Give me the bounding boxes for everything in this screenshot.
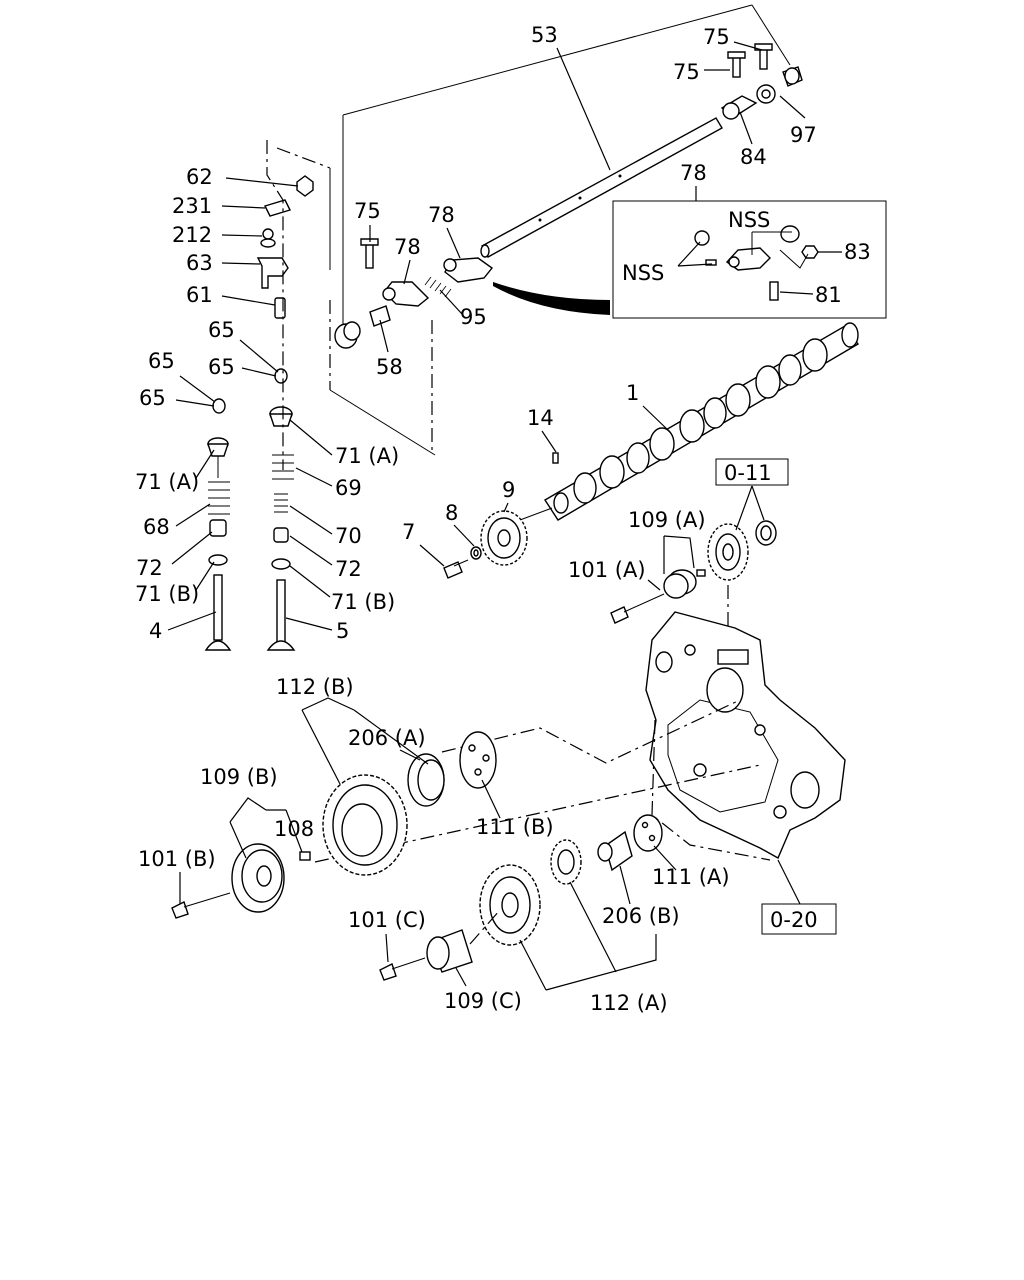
label-0-20: 0-20 xyxy=(770,908,818,932)
label-nss-lower: NSS xyxy=(622,261,664,285)
label-61: 61 xyxy=(186,283,213,307)
label-5: 5 xyxy=(336,619,349,643)
thrust-plate-111b xyxy=(459,731,497,789)
label-111b: 111 (B) xyxy=(476,815,554,839)
label-71a-right: 71 (A) xyxy=(335,444,399,468)
label-112b: 112 (B) xyxy=(276,675,354,699)
label-7: 7 xyxy=(402,520,415,544)
label-nss-upper: NSS xyxy=(728,208,770,232)
rocker-assembly-outline xyxy=(329,4,791,456)
label-78-b: 78 xyxy=(394,235,421,259)
label-75-mid: 75 xyxy=(673,60,700,84)
label-84: 84 xyxy=(740,145,767,169)
label-81: 81 xyxy=(815,283,842,307)
label-14: 14 xyxy=(527,406,554,430)
bushing-206b xyxy=(597,814,663,872)
label-58: 58 xyxy=(376,355,403,379)
label-65-a: 65 xyxy=(208,318,235,342)
label-4: 4 xyxy=(149,619,162,643)
label-0-11: 0-11 xyxy=(724,461,772,485)
label-8: 8 xyxy=(445,501,458,525)
label-83: 83 xyxy=(844,240,871,264)
label-206b: 206 (B) xyxy=(602,904,680,928)
label-71b-left: 71 (B) xyxy=(135,582,199,606)
label-206a: 206 (A) xyxy=(348,726,426,750)
large-gear-112b xyxy=(322,774,408,876)
label-63: 63 xyxy=(186,251,213,275)
label-95: 95 xyxy=(460,305,487,329)
label-101c: 101 (C) xyxy=(348,908,426,932)
label-72-right: 72 xyxy=(335,557,362,581)
label-111a: 111 (A) xyxy=(652,865,730,889)
thrust-ring-206a xyxy=(407,753,445,807)
label-75-rocker: 75 xyxy=(354,199,381,223)
large-gear-112a xyxy=(479,839,582,946)
label-101a: 101 (A) xyxy=(568,558,646,582)
label-109a: 109 (A) xyxy=(628,508,706,532)
label-78-detail: 78 xyxy=(680,161,707,185)
label-65-c: 65 xyxy=(208,355,235,379)
hub-109c xyxy=(379,909,501,981)
label-69: 69 xyxy=(335,476,362,500)
label-53: 53 xyxy=(531,23,558,47)
camshaft xyxy=(519,322,860,521)
part-labels: 53 75 75 97 84 78 NSS NSS 83 81 62 231 2… xyxy=(135,23,871,1015)
timing-case xyxy=(645,611,846,861)
label-65-d: 65 xyxy=(139,386,166,410)
label-65-b: 65 xyxy=(148,349,175,373)
label-68: 68 xyxy=(143,515,170,539)
label-9: 9 xyxy=(502,478,515,502)
rocker-arms xyxy=(334,238,494,349)
idler-gear-small xyxy=(610,520,777,660)
cam-gear-9 xyxy=(443,510,528,579)
label-70: 70 xyxy=(335,524,362,548)
label-75-top: 75 xyxy=(703,25,730,49)
ref-box-0-20 xyxy=(761,903,837,935)
rocker-bracket-parts xyxy=(720,43,803,120)
label-71a-left: 71 (A) xyxy=(135,470,199,494)
label-108: 108 xyxy=(274,817,314,841)
label-62: 62 xyxy=(186,165,213,189)
rocker-shaft xyxy=(480,117,723,258)
label-109c: 109 (C) xyxy=(444,989,522,1013)
mounting-centerline-upper xyxy=(441,699,741,764)
detail-box-78 xyxy=(493,200,887,319)
label-1: 1 xyxy=(626,381,639,405)
label-97: 97 xyxy=(790,123,817,147)
valve-column-right xyxy=(256,140,331,651)
ref-box-0-11 xyxy=(715,458,789,486)
label-78-a: 78 xyxy=(428,203,455,227)
hub-109b xyxy=(171,843,311,919)
label-109b: 109 (B) xyxy=(200,765,278,789)
label-112a: 112 (A) xyxy=(590,991,668,1015)
label-212: 212 xyxy=(172,223,212,247)
label-101b: 101 (B) xyxy=(138,847,216,871)
label-72-left: 72 xyxy=(136,556,163,580)
label-231: 231 xyxy=(172,194,212,218)
leader-lines xyxy=(167,41,842,991)
label-71b-right: 71 (B) xyxy=(331,590,395,614)
valve-column-left xyxy=(204,398,232,651)
